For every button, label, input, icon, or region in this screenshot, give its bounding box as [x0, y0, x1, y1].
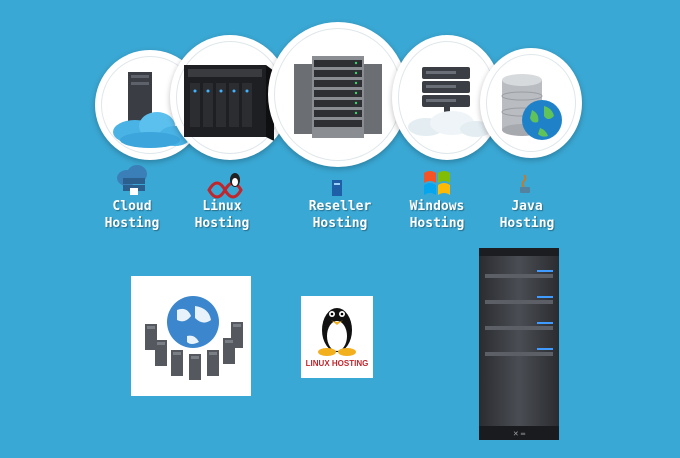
label-line: Linux: [202, 199, 242, 214]
svg-text:✕ ═: ✕ ═: [513, 430, 526, 438]
label-line: Windows: [409, 199, 465, 214]
label-line: Hosting: [499, 216, 555, 231]
label-line: Cloud: [112, 199, 152, 214]
windows-hosting-circle: [392, 35, 502, 160]
reseller-hosting-label: Reseller Hosting: [295, 198, 385, 232]
windows-logo-icon: [424, 171, 450, 195]
java-cup-icon: [520, 174, 530, 193]
label-line: Java: [511, 199, 543, 214]
label-line: Hosting: [104, 216, 160, 231]
label-line: Hosting: [312, 216, 368, 231]
linux-tux-icon: [207, 173, 243, 199]
java-hosting-label: Java Hosting: [487, 198, 567, 232]
cloud-server-icon: [408, 67, 492, 137]
database-globe-icon: [501, 74, 562, 140]
label-line: Hosting: [409, 216, 465, 231]
linux-hosting-caption: LINUX HOSTING: [305, 359, 369, 368]
cloud-lock-icon: [117, 165, 147, 195]
server-stack-icon: [294, 56, 382, 138]
tux-penguin-icon: [318, 308, 356, 356]
label-line: Reseller: [308, 199, 372, 214]
cloud-server-icon: [113, 72, 191, 148]
globe-servers-icon: [145, 296, 243, 380]
reseller-server-icon: [332, 180, 342, 196]
cloud-hosting-label: Cloud Hosting: [92, 198, 172, 232]
label-line: Hosting: [194, 216, 250, 231]
server-network-card: [131, 276, 251, 396]
tower-server-icon: ✕ ═: [479, 248, 559, 440]
reseller-hosting-circle: [268, 22, 408, 167]
linux-hosting-card: LINUX HOSTING: [301, 296, 373, 378]
tower-server: ✕ ═: [479, 248, 559, 440]
windows-hosting-label: Windows Hosting: [396, 198, 478, 232]
linux-hosting-label: Linux Hosting: [182, 198, 262, 232]
java-hosting-circle: [480, 48, 582, 158]
